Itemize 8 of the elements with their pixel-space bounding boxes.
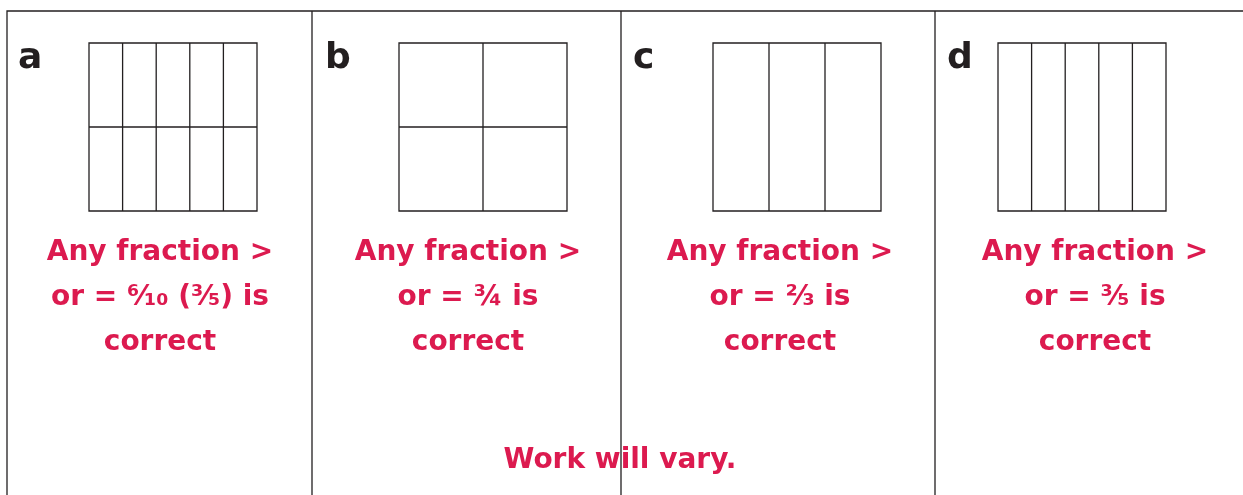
answer-text: Any fraction > or = ³⁄₅ is correct bbox=[980, 233, 1210, 359]
answer-text: Any fraction > or = ¾ is correct bbox=[353, 233, 583, 359]
answer-text: Any fraction > or = ⁶⁄₁₀ (³⁄₅) is correct bbox=[45, 233, 275, 359]
part-letter: d bbox=[947, 38, 973, 74]
part-letter: a bbox=[18, 38, 43, 74]
part-letter: c bbox=[633, 38, 655, 74]
part-letter: b bbox=[325, 38, 351, 74]
answer-text: Any fraction > or = ⅔ is correct bbox=[665, 233, 895, 359]
